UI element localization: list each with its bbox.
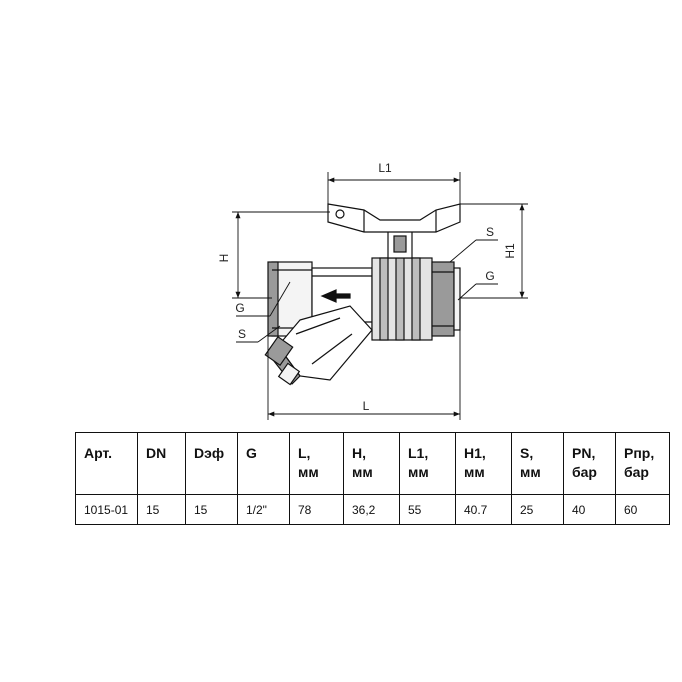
table-cell: 78 xyxy=(289,494,344,525)
dimension-lines xyxy=(232,172,528,420)
table-header-text: Рпр, xyxy=(624,445,655,461)
table-cell: 55 xyxy=(399,494,456,525)
callout-g-left: G xyxy=(235,301,244,315)
table-header-cell: L, мм xyxy=(289,432,344,495)
table-header-text: Арт. xyxy=(84,445,112,461)
table-header-text: G xyxy=(246,445,257,461)
dim-label-l: L xyxy=(363,399,370,413)
table-header-cell: PN, бар xyxy=(563,432,616,495)
table-cell: 25 xyxy=(511,494,564,525)
dim-label-h: H xyxy=(217,254,231,263)
dim-label-l1: L1 xyxy=(378,161,392,175)
table-header-cell: S, мм xyxy=(511,432,564,495)
table-header-text: PN, xyxy=(572,445,596,461)
table-cell: 1/2" xyxy=(237,494,290,525)
table-header-cell: H1, мм xyxy=(455,432,512,495)
table-header-cell: Dэф xyxy=(185,432,238,495)
table-header-cell: G xyxy=(237,432,290,495)
table-cell: 60 xyxy=(615,494,670,525)
dim-label-h1: H1 xyxy=(503,243,517,259)
table-header-text: мм xyxy=(520,464,541,480)
table-cell: 40 xyxy=(563,494,616,525)
valve-body xyxy=(264,203,461,386)
callout-g-right: G xyxy=(485,269,494,283)
callout-s-right: S xyxy=(486,225,494,239)
callout-s-left: S xyxy=(238,327,246,341)
table-cell: 36,2 xyxy=(343,494,400,525)
table-cell: 15 xyxy=(137,494,186,525)
dimension-labels: L1 H H1 L G S S G xyxy=(217,161,517,413)
table-header-text: L, xyxy=(298,445,311,461)
table-cell: 15 xyxy=(185,494,238,525)
table-header-cell: L1, мм xyxy=(399,432,456,495)
table-header-text: бар xyxy=(624,464,649,480)
table-header-text: мм xyxy=(408,464,429,480)
table-header-cell: Арт. xyxy=(75,432,138,495)
table-header-text: бар xyxy=(572,464,597,480)
table-header-text: мм xyxy=(464,464,485,480)
table-header-cell: H, мм xyxy=(343,432,400,495)
table-header-text: мм xyxy=(298,464,319,480)
table-header-text: L1, xyxy=(408,445,429,461)
table-header-cell: Рпр, бар xyxy=(615,432,670,495)
table-header-text: S, xyxy=(520,445,534,461)
table-header-text: DN xyxy=(146,445,167,461)
table-cell: 40.7 xyxy=(455,494,512,525)
table-header-text: H, xyxy=(352,445,366,461)
table-header-cell: DN xyxy=(137,432,186,495)
table-header-text: H1, xyxy=(464,445,486,461)
table-cell: 1015-01 xyxy=(75,494,138,525)
technical-drawing: L1 H H1 L G S S G xyxy=(217,161,528,420)
table-header-text: мм xyxy=(352,464,373,480)
table-header-text: Dэф xyxy=(194,445,225,461)
